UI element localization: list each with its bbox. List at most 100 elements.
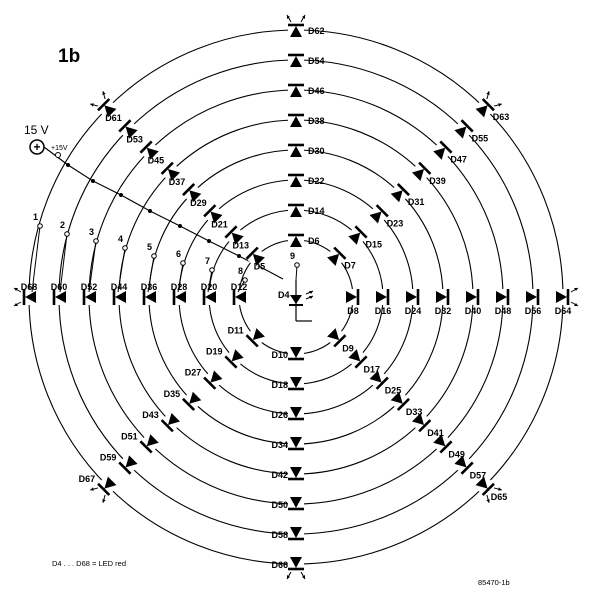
label-d66: D66 — [271, 560, 288, 570]
label-d59: D59 — [100, 453, 117, 463]
diode-d56 — [525, 289, 541, 305]
label-d56: D56 — [525, 306, 542, 316]
input-label-3: 3 — [89, 227, 94, 237]
diode-d58 — [288, 526, 304, 542]
diode-d68 — [13, 287, 37, 307]
label-d5: D5 — [254, 262, 266, 272]
label-d29: D29 — [190, 198, 207, 208]
diode-d20 — [201, 289, 217, 305]
input-label-8: 8 — [238, 266, 243, 276]
label-d58: D58 — [271, 530, 288, 540]
label-d19: D19 — [206, 347, 223, 357]
label-d65: D65 — [491, 492, 508, 502]
label-d51: D51 — [121, 431, 138, 441]
label-d21: D21 — [211, 219, 228, 229]
input-label-7: 7 — [205, 256, 210, 266]
supply-voltage-label: 15 V — [24, 123, 49, 137]
input-terminal-5 — [151, 253, 157, 259]
label-d61: D61 — [105, 113, 122, 123]
label-d46: D46 — [308, 86, 325, 96]
label-d62: D62 — [308, 26, 325, 36]
label-d33: D33 — [406, 407, 423, 417]
label-d63: D63 — [493, 112, 510, 122]
label-d12: D12 — [231, 282, 248, 292]
diode-d24 — [405, 289, 421, 305]
diode-d60 — [51, 289, 67, 305]
diode-d26 — [288, 406, 304, 422]
label-d37: D37 — [169, 177, 186, 187]
label-d47: D47 — [450, 155, 467, 165]
label-d38: D38 — [308, 116, 325, 126]
diode-d10 — [288, 346, 304, 362]
center-diode-d4: D4 — [278, 280, 314, 322]
label-d35: D35 — [164, 389, 181, 399]
label-d55: D55 — [472, 133, 489, 143]
diode-d12 — [231, 289, 247, 305]
label-d34: D34 — [271, 440, 288, 450]
diode-d64 — [555, 287, 579, 307]
label-d54: D54 — [308, 56, 325, 66]
diode-d8 — [345, 289, 361, 305]
figure-reference: 85470-1b — [478, 578, 510, 587]
diode-d50 — [288, 496, 304, 512]
diode-d30 — [288, 142, 304, 158]
input-label-6: 6 — [176, 249, 181, 259]
label-d26: D26 — [271, 410, 288, 420]
label-d40: D40 — [465, 306, 482, 316]
diode-d6 — [288, 232, 304, 248]
label-d14: D14 — [308, 206, 325, 216]
figure-title: 1b — [58, 46, 80, 67]
label-d27: D27 — [185, 368, 202, 378]
input-terminal-3 — [93, 238, 99, 244]
label-d16: D16 — [375, 306, 392, 316]
diode-d52 — [81, 289, 97, 305]
label-d17: D17 — [364, 365, 381, 375]
input-label-2: 2 — [60, 220, 65, 230]
diode-d36 — [141, 289, 157, 305]
label-d18: D18 — [271, 380, 288, 390]
input-terminal-7 — [209, 267, 215, 273]
diode-d38 — [288, 112, 304, 128]
label-d22: D22 — [308, 176, 325, 186]
diode-d44 — [111, 289, 127, 305]
diode-d11 — [244, 325, 268, 349]
supply-symbol — [29, 139, 45, 155]
diode-d16 — [375, 289, 391, 305]
center-diode-label: D4 — [278, 290, 290, 300]
label-d60: D60 — [51, 282, 68, 292]
label-d53: D53 — [126, 134, 143, 144]
diode-d48 — [495, 289, 511, 305]
label-d7: D7 — [344, 261, 356, 271]
label-d23: D23 — [387, 218, 404, 228]
label-d45: D45 — [148, 156, 165, 166]
supply-terminal-label: +15V — [51, 145, 68, 152]
diode-d14 — [288, 202, 304, 218]
label-d42: D42 — [271, 470, 288, 480]
diode-d54 — [288, 52, 304, 68]
diode-d19 — [223, 347, 246, 370]
label-d68: D68 — [21, 282, 38, 292]
label-d6: D6 — [308, 236, 320, 246]
supply-wiring — [43, 146, 284, 280]
input-terminal-1 — [37, 223, 43, 229]
label-d13: D13 — [233, 241, 250, 251]
diode-d18 — [288, 376, 304, 392]
input-terminal-4 — [122, 245, 128, 251]
diode-d28 — [171, 289, 187, 305]
label-d11: D11 — [228, 325, 244, 335]
input-terminal-6 — [180, 260, 186, 266]
label-d30: D30 — [308, 146, 325, 156]
label-d15: D15 — [366, 240, 383, 250]
label-d48: D48 — [495, 306, 512, 316]
supply-terminal: + 15 V +15V — [24, 123, 68, 155]
led-type-footnote: D4 . . . D68 = LED red — [52, 559, 126, 568]
diode-d46 — [288, 82, 304, 98]
label-d49: D49 — [448, 449, 465, 459]
supply-plus-sign: + — [33, 140, 40, 154]
diode-d61 — [90, 91, 119, 120]
label-d52: D52 — [81, 282, 98, 292]
input-label-9: 9 — [290, 251, 295, 261]
diode-d42 — [288, 466, 304, 482]
